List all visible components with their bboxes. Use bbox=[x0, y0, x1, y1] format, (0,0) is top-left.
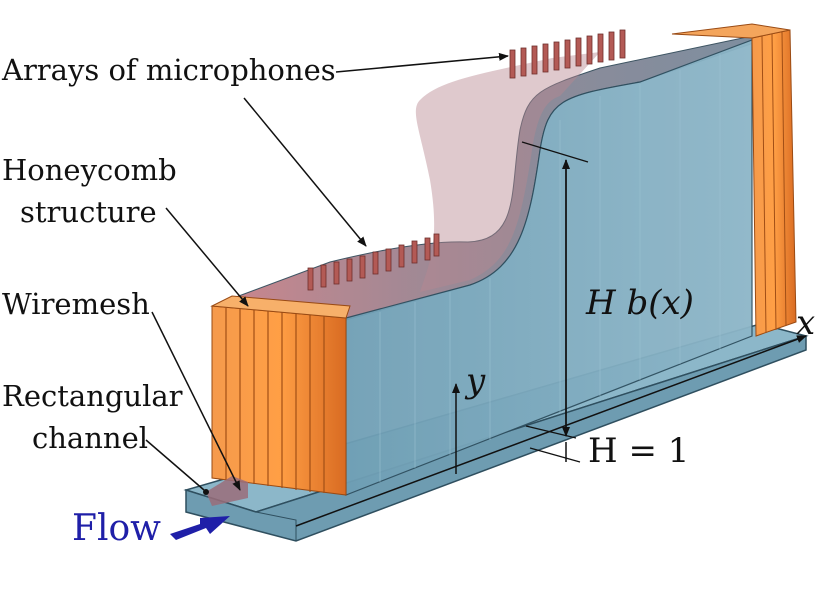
x-axis-line bbox=[295, 335, 807, 527]
contraction-curve-wall bbox=[415, 52, 600, 292]
leader-microphones-upper bbox=[335, 52, 509, 73]
label-wiremesh: Wiremesh bbox=[2, 287, 150, 321]
leader-wiremesh bbox=[151, 311, 241, 491]
label-rectangular-line1: Rectangular bbox=[2, 379, 183, 413]
leader-microphones-lower bbox=[243, 97, 367, 247]
height-ref-bottom bbox=[525, 425, 577, 439]
unit-height-ref bbox=[529, 447, 581, 463]
label-rectangular-line2: channel bbox=[32, 421, 148, 455]
label-unit-height: H = 1 bbox=[588, 431, 689, 471]
label-honeycomb-line2: structure bbox=[20, 195, 157, 229]
label-height-bx: H b(x) bbox=[585, 283, 694, 323]
leader-honeycomb bbox=[165, 207, 249, 307]
channel-side-wall bbox=[345, 39, 753, 496]
microphone-array-lower bbox=[307, 233, 440, 291]
leader-channel bbox=[145, 439, 205, 491]
label-arrays-of-microphones: Arrays of microphones bbox=[1, 53, 336, 87]
label-x-axis: x bbox=[796, 303, 815, 343]
label-honeycomb-line1: Honeycomb bbox=[2, 153, 177, 187]
microphone-array-upper bbox=[509, 29, 626, 79]
leader-channel-dot bbox=[203, 489, 209, 495]
honeycomb-right bbox=[671, 23, 797, 337]
label-flow: Flow bbox=[72, 508, 161, 549]
flow-arrow-icon bbox=[170, 516, 230, 540]
wall-stripes bbox=[379, 54, 721, 482]
honeycomb-left bbox=[210, 295, 351, 496]
height-ref-top bbox=[521, 141, 589, 163]
label-y-axis: y bbox=[464, 361, 486, 401]
